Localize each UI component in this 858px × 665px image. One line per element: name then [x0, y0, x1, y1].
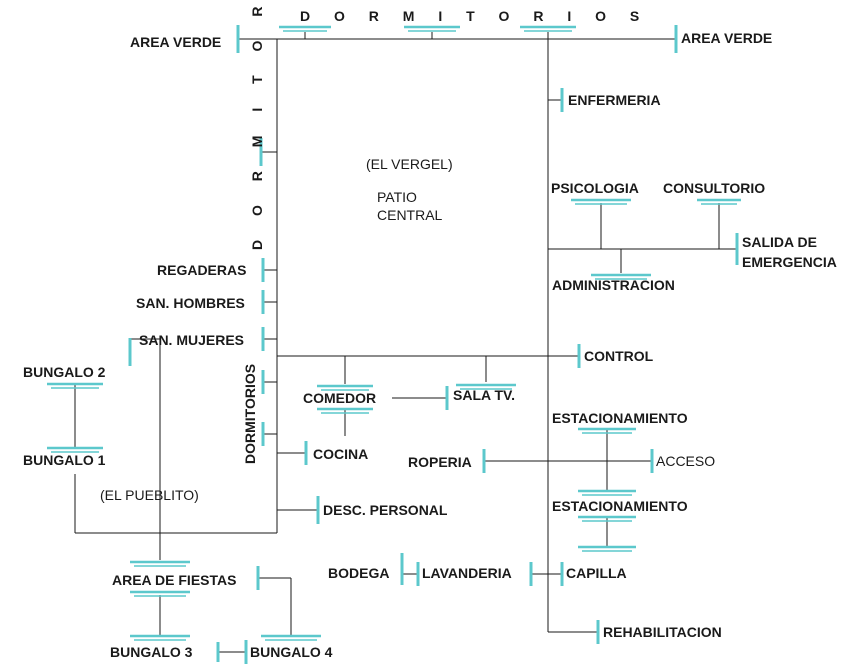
label-enfermeria: ENFERMERIA [568, 92, 661, 108]
label-estacionamiento-1: ESTACIONAMIENTO [552, 410, 688, 426]
label-rehabilitacion: REHABILITACION [603, 624, 722, 640]
label-san-mujeres: SAN. MUJERES [139, 332, 245, 348]
label-consultorio: CONSULTORIO [663, 180, 766, 196]
label-comedor: COMEDOR [303, 390, 377, 406]
label-bodega: BODEGA [328, 565, 390, 581]
door-markers [47, 25, 741, 664]
label-psicologia: PSICOLOGIA [551, 180, 639, 196]
label-area-de-fiestas: AREA DE FIESTAS [112, 572, 237, 588]
label-desc-personal: DESC. PERSONAL [323, 502, 448, 518]
label-roperia: ROPERIA [408, 454, 472, 470]
label-control: CONTROL [584, 348, 654, 364]
label-bungalo-1: BUNGALO 1 [23, 452, 106, 468]
label-el-vergel: (EL VERGEL) [366, 156, 453, 172]
label-central: CENTRAL [377, 207, 443, 223]
label-patio: PATIO [377, 189, 417, 205]
label-emergencia: EMERGENCIA [742, 254, 837, 270]
label-dormitorios-lower: DORMITORIOS [242, 363, 258, 464]
label-cocina: COCINA [313, 446, 369, 462]
label-administracion: ADMINISTRACION [552, 277, 675, 293]
connector-lines [74, 32, 738, 653]
label-regaderas: REGADERAS [157, 262, 247, 278]
label-sala-tv: SALA TV. [453, 387, 515, 403]
label-estacionamiento-2: ESTACIONAMIENTO [552, 498, 688, 514]
label-area-verde-left: AREA VERDE [130, 34, 222, 50]
label-san-hombres: SAN. HOMBRES [136, 295, 245, 311]
label-lavanderia: LAVANDERIA [422, 565, 512, 581]
label-capilla: CAPILLA [566, 565, 627, 581]
label-dormitorios-vertical: D O R M I T O R I O S [249, 0, 265, 250]
label-acceso: ACCESO [656, 453, 716, 469]
label-el-pueblito: (EL PUEBLITO) [100, 487, 199, 503]
label-dormitorios-top: D O R M I T O R I O S [300, 8, 650, 24]
label-bungalo-4: BUNGALO 4 [250, 644, 333, 660]
label-salida-de: SALIDA DE [742, 234, 817, 250]
label-bungalo-3: BUNGALO 3 [110, 644, 193, 660]
label-bungalo-2: BUNGALO 2 [23, 364, 106, 380]
label-area-verde-right: AREA VERDE [681, 30, 773, 46]
